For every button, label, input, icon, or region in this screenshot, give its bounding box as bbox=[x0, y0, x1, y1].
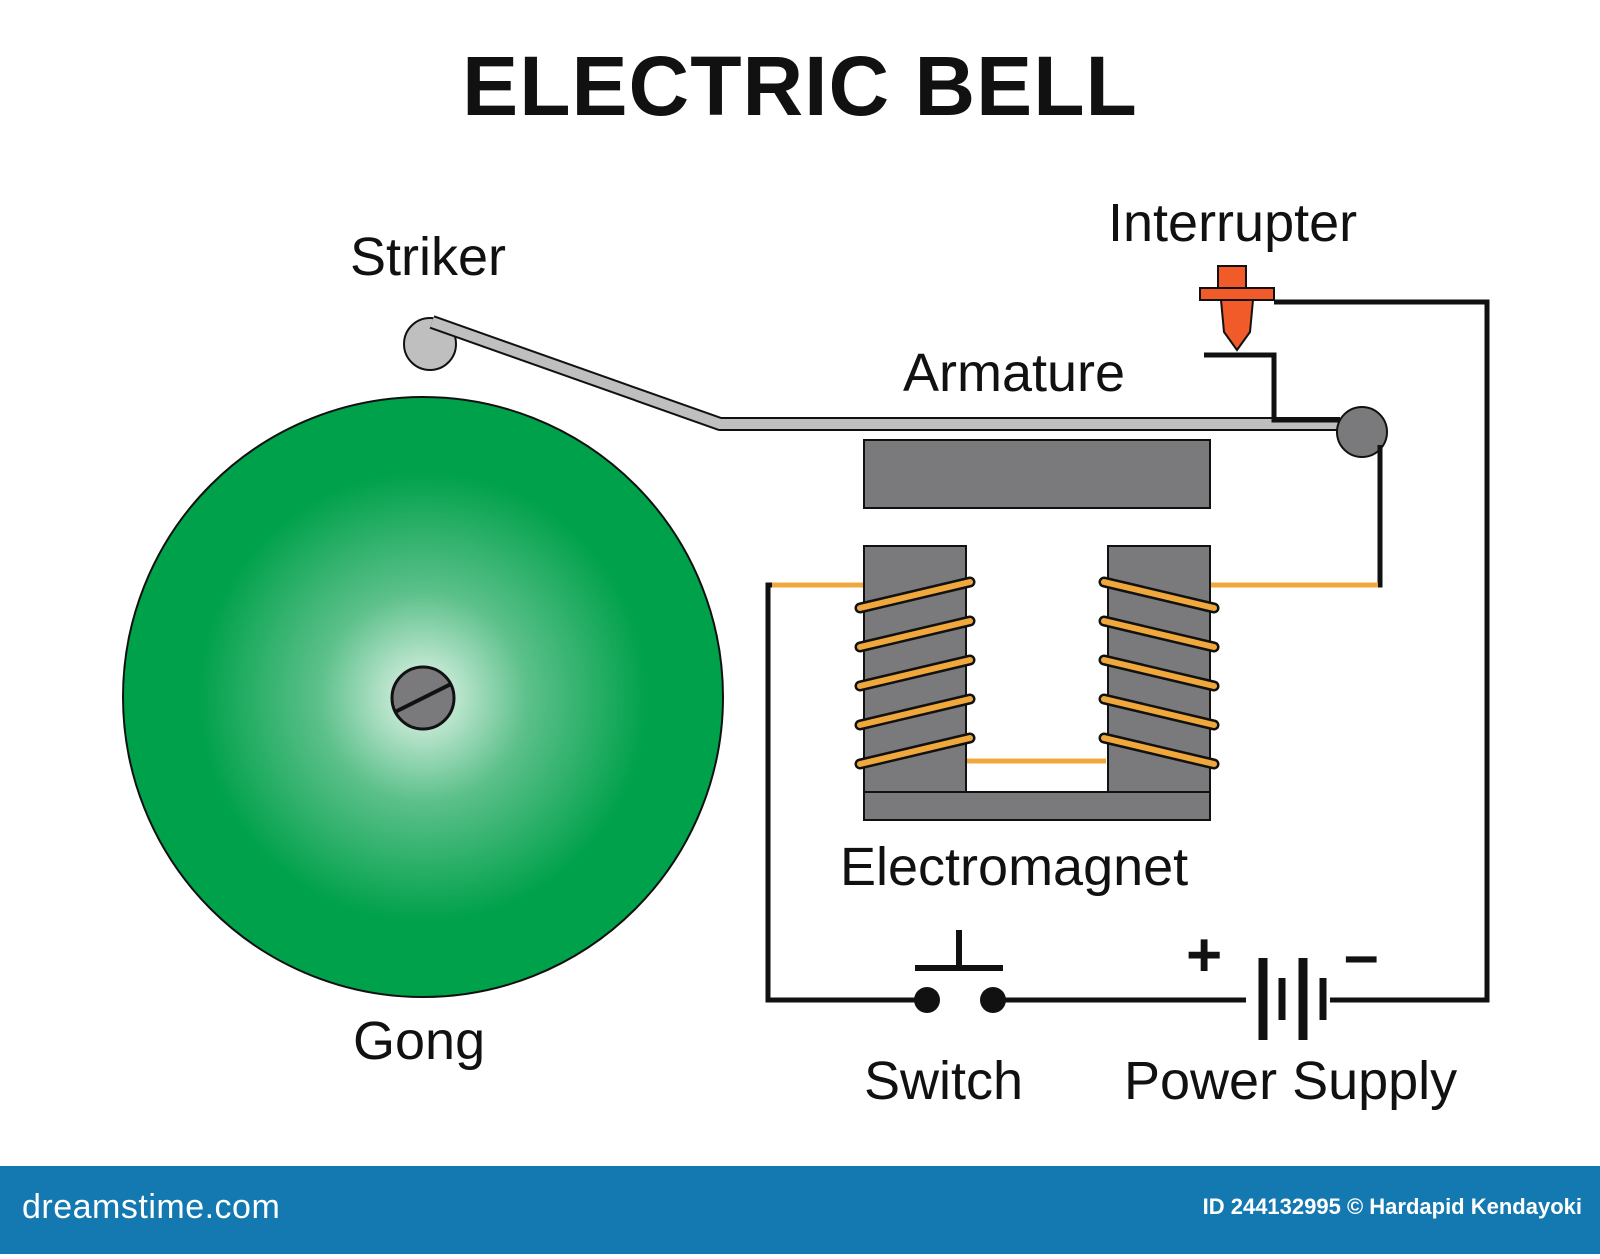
watermark-footer: dreamstime.com ID 244132995 © Hardapid K… bbox=[0, 1166, 1600, 1254]
left-coil-windings bbox=[854, 576, 976, 770]
label-interrupter: Interrupter bbox=[1108, 193, 1358, 253]
battery-symbol bbox=[1258, 958, 1327, 1040]
label-armature: Armature bbox=[903, 343, 1126, 403]
striker bbox=[403, 315, 1340, 431]
push-switch bbox=[914, 930, 1006, 1013]
label-power-supply: Power Supply bbox=[1124, 1051, 1458, 1111]
electromagnet bbox=[854, 545, 1220, 821]
footer-credit: ID 244132995 © Hardapid Kendayoki bbox=[1202, 1194, 1582, 1219]
label-gong: Gong bbox=[353, 1011, 486, 1071]
contact-spring bbox=[1204, 352, 1340, 423]
armature bbox=[863, 439, 1211, 509]
label-electromagnet: Electromagnet bbox=[840, 837, 1189, 897]
interrupter-screw bbox=[1199, 265, 1275, 352]
coil-leads bbox=[772, 582, 1378, 764]
label-switch: Switch bbox=[864, 1051, 1024, 1111]
right-coil-windings bbox=[1098, 576, 1220, 770]
gong-screw bbox=[390, 665, 456, 731]
diagram-title: ELECTRIC BELL bbox=[462, 39, 1138, 133]
label-striker: Striker bbox=[350, 227, 507, 287]
footer-brand: dreamstime.com bbox=[22, 1188, 281, 1226]
electromagnet-base bbox=[863, 791, 1211, 821]
battery-plus-sign: + bbox=[1186, 921, 1223, 990]
battery-minus-sign: – bbox=[1344, 921, 1379, 990]
armature-pivot bbox=[1336, 406, 1388, 458]
